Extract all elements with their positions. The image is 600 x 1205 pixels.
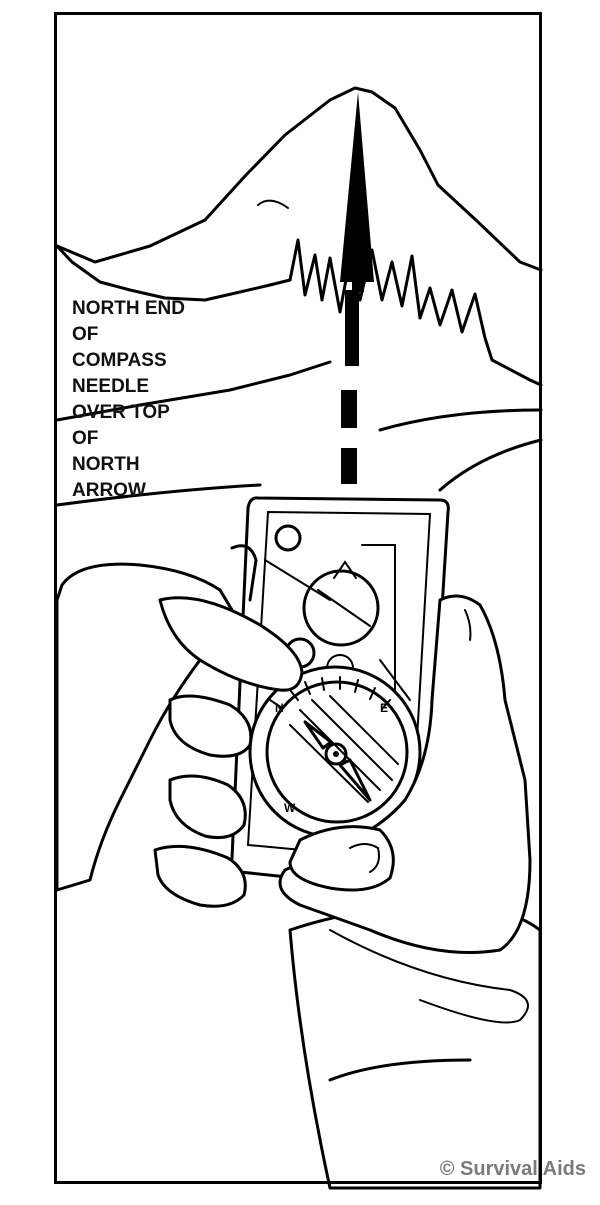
caption-line: OF — [72, 428, 99, 449]
caption-line: NEEDLE — [72, 376, 150, 397]
caption-line: COMPASS — [72, 350, 167, 371]
dial-label-w: W — [284, 801, 296, 815]
dial-label-e: E — [380, 701, 388, 715]
north-arrow-icon — [340, 92, 374, 525]
caption-line: OF — [72, 324, 99, 345]
caption-line: OVER TOP — [72, 402, 170, 423]
hand-icon — [55, 544, 304, 908]
dial-label-n: N — [275, 701, 284, 715]
hand-icon — [278, 594, 532, 954]
compass-icon: N E W — [230, 496, 450, 892]
mountain-icon — [55, 86, 543, 507]
caption-line: ARROW — [72, 480, 146, 501]
caption-line: NORTH — [72, 454, 140, 475]
caption-line: NORTH END — [72, 298, 185, 319]
copyright-credit: © Survival Aids — [439, 1158, 586, 1180]
illustration-border — [54, 12, 542, 1184]
